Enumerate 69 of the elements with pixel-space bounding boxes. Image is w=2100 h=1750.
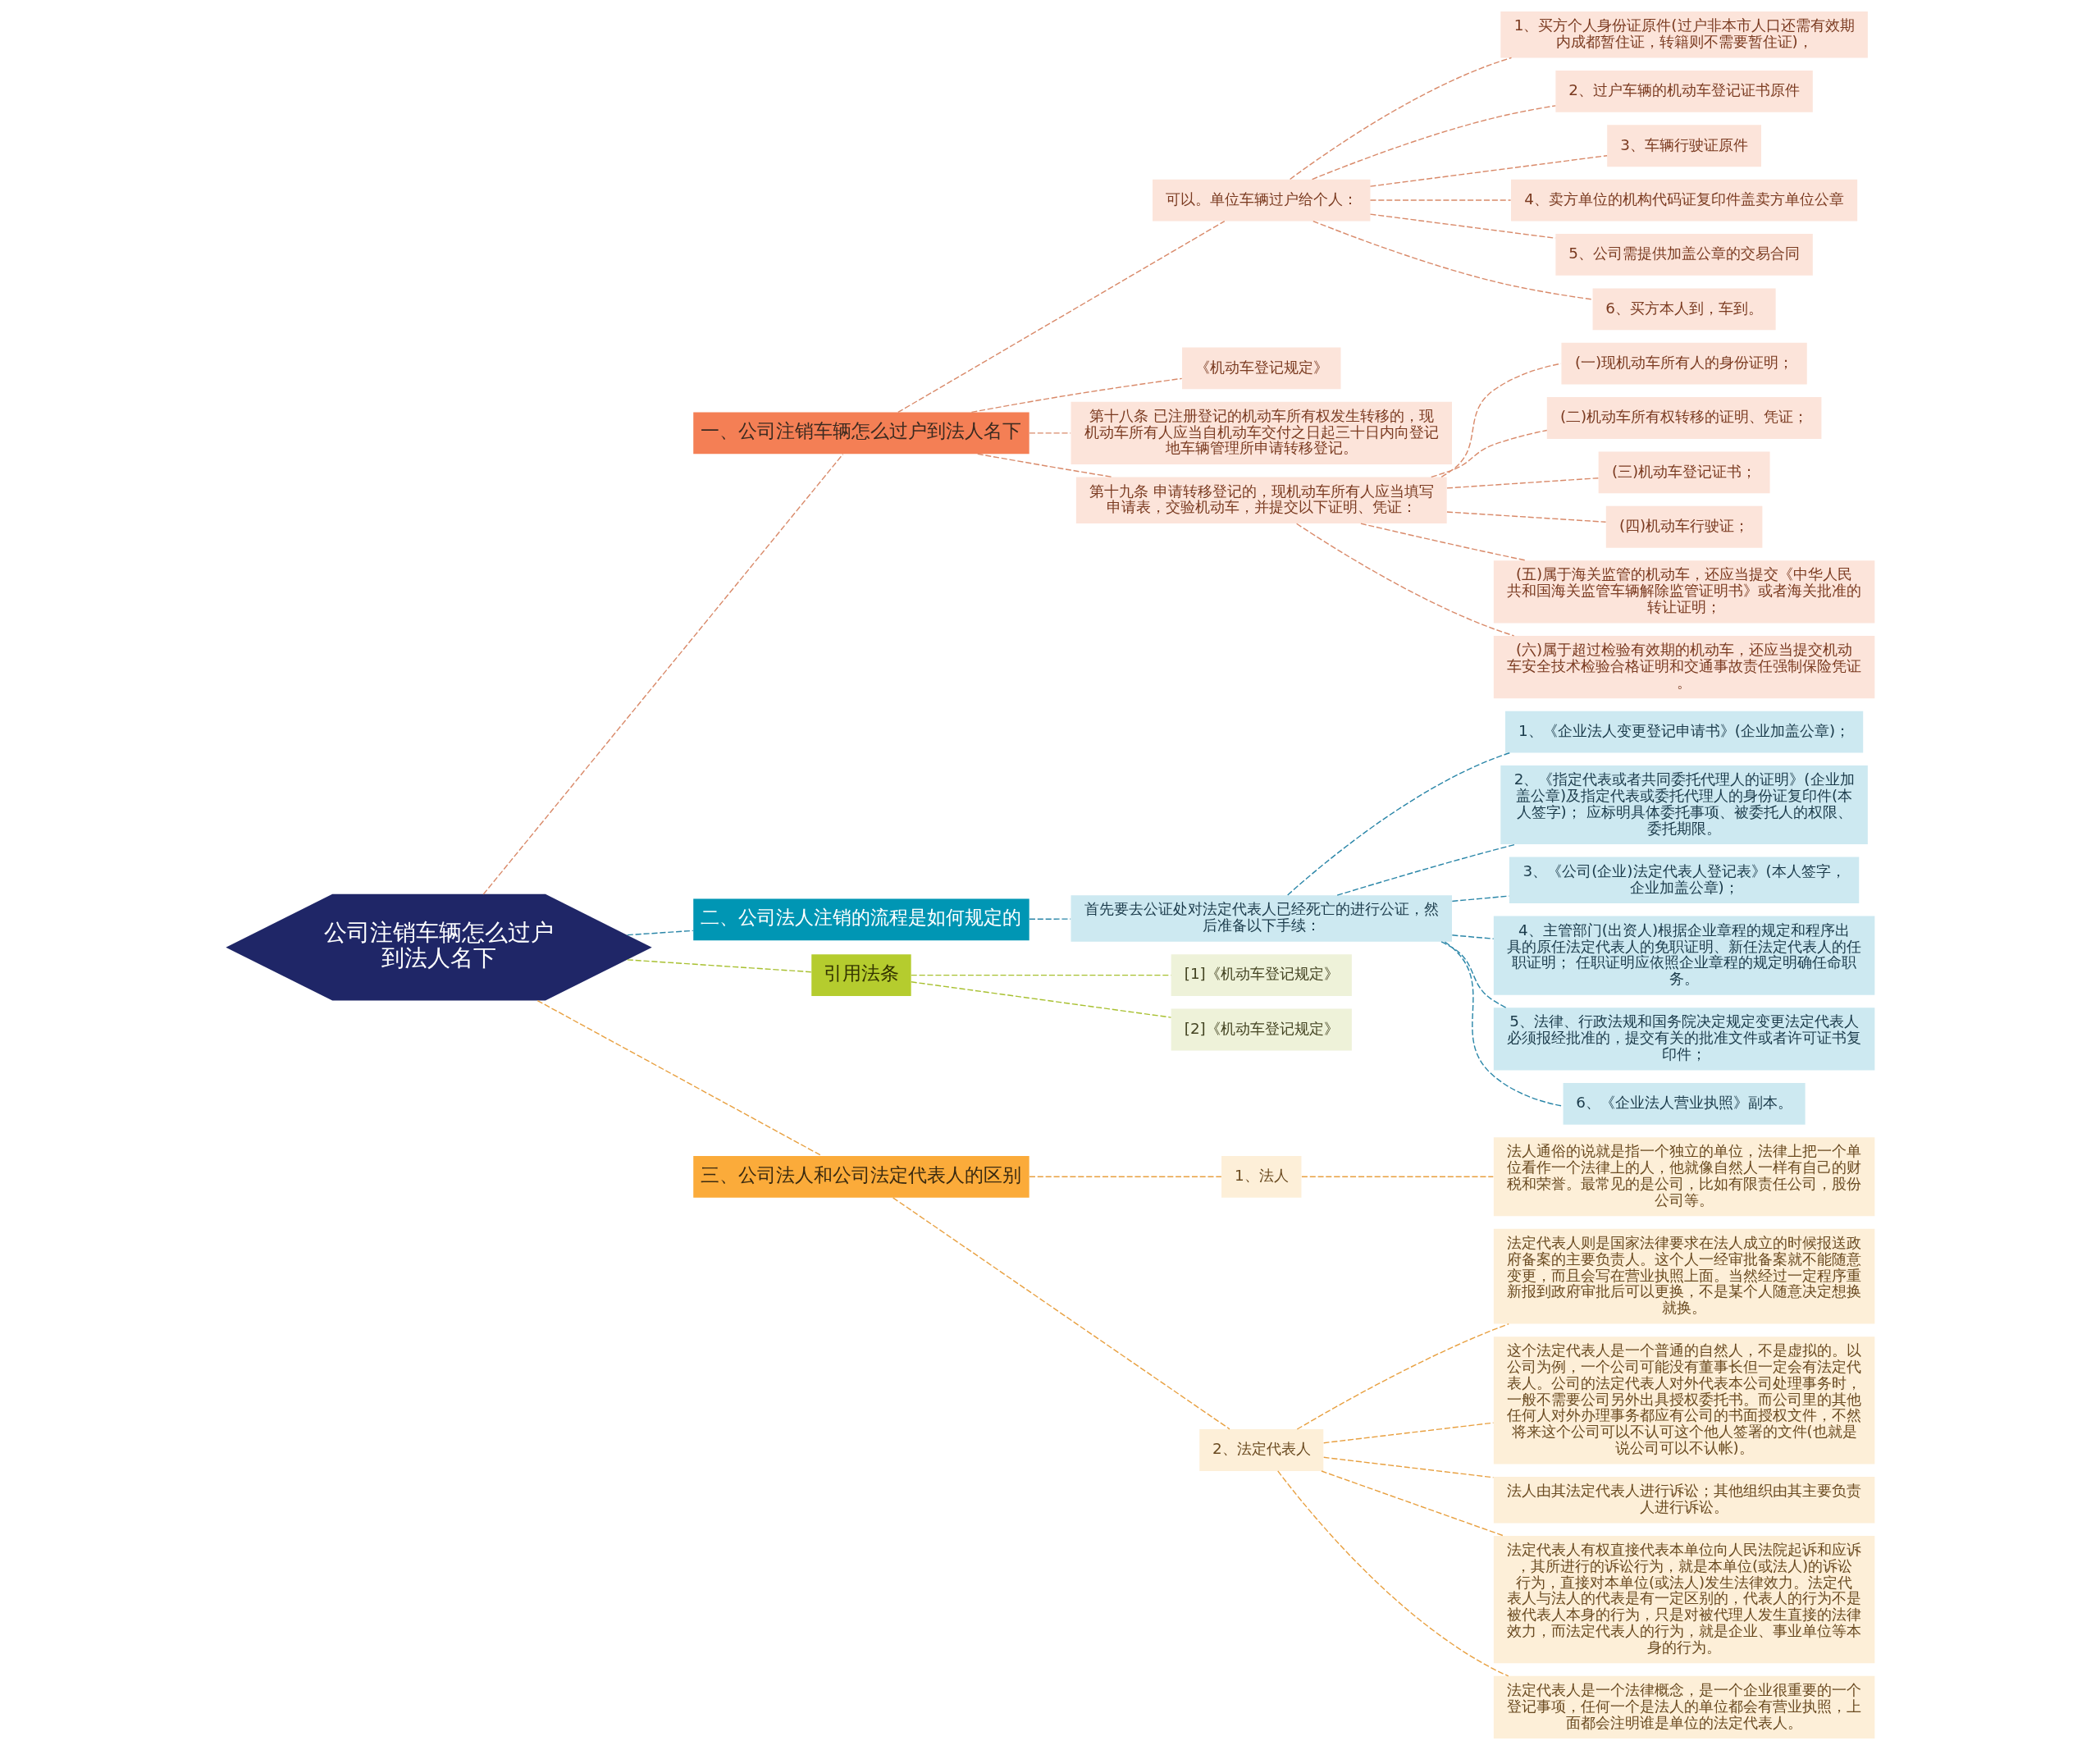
connector bbox=[1028, 918, 1071, 920]
node-box: 法定代表人则是国家法律要求在法人成立的时候报送政府备案的主要负责人。这个人一经审批备案就不能随意变更，而且会写在营业执照上面。当然经过一定程序重新报到政府审批后可以更换，不是某个人随意决定想换就换。 bbox=[1493, 1228, 1874, 1324]
node-box: 2、过户车辆的机动车登记证书原件 bbox=[1554, 70, 1813, 112]
connector bbox=[970, 377, 1182, 414]
node-box: 1、买方个人身份证原件(过户非本市人口还需有效期内成都暂住证，转籍则不需要暂住证)， bbox=[1500, 11, 1868, 58]
connector bbox=[1276, 1470, 1509, 1677]
node-box: 首先要去公证处对法定代表人已经死亡的进行公证，然后准备以下手续： bbox=[1071, 895, 1452, 942]
node-box: 3、车辆行驶证原件 bbox=[1606, 125, 1761, 167]
node-box: 5、公司需提供加盖公章的交易合同 bbox=[1554, 234, 1813, 276]
node-box: 法定代表人有权直接代表本单位向人民法院起诉和应诉，其所进行的诉讼行为，就是本单位(或法人)的诉讼行为，直接对本单位(或法人)发生法律效力。法定代表人与法人的代表是有一定区别的，代表人的行为不是被代表人本身的行为，只是对被代理人发生直接的法律效力，而法定代表人的行为，就是企业、事业单位等本身的行为。 bbox=[1493, 1536, 1874, 1664]
node-box: (五)属于海关监管的机动车，还应当提交《中华人民共和国海关监管车辆解除监管证明书》或者海关批准的转让证明； bbox=[1493, 560, 1874, 624]
node-box: [1]《机动车登记规定》 bbox=[1171, 954, 1352, 997]
node-box: 2、法定代表人 bbox=[1198, 1429, 1323, 1471]
node-box: 6、《企业法人营业执照》副本。 bbox=[1563, 1082, 1806, 1125]
connector bbox=[1295, 523, 1514, 637]
node-box: 这个法定代表人是一个普通的自然人，不是虚拟的。以公司为例，一个公司可能没有董事长但一定会有法定代表人。公司的法定代表人对外代表本公司处理事务时，一般不需要公司另外出具授权委托书。而公司里的其他任何人对外办理事务都应有公司的书面授权文件，不然将来这个公司可以不认可这个他人签署的文件(也就是说公司可以不认帐)。 bbox=[1493, 1336, 1874, 1464]
node-box: (一)现机动车所有人的身份证明； bbox=[1560, 342, 1807, 385]
connector bbox=[1444, 941, 1564, 1107]
node-box: 二、公司法人注销的流程是如何规定的 bbox=[692, 898, 1029, 941]
node-box: 第十九条 申请转移登记的，现机动车所有人应当填写申请表，交验机动车，并提交以下证明、凭证： bbox=[1075, 477, 1447, 523]
connector bbox=[910, 981, 1171, 1018]
node-box: 1、法人 bbox=[1221, 1155, 1301, 1198]
node-box: 引用法条 bbox=[810, 954, 911, 997]
node-box: (二)机动车所有权转移的证明、凭证； bbox=[1546, 397, 1821, 439]
node-box: 法定代表人是一个法律概念，是一个企业很重要的一个登记事项，任何一个是法人的单位都会有营业执照，上面都会注明谁是单位的法定代表人。 bbox=[1493, 1675, 1874, 1739]
node-box: 6、买方本人到，车到。 bbox=[1592, 288, 1776, 331]
node-box: 4、主管部门(出资人)根据企业章程的规定和程序出具的原任法定代表人的免职证明、新任法定代表人的任职证明； 任职证明应依照企业章程的规定明确任命职务。 bbox=[1493, 916, 1874, 995]
node-box: (四)机动车行驶证； bbox=[1605, 505, 1762, 548]
connector bbox=[1286, 752, 1510, 896]
node-box: 三、公司法人和公司法定代表人的区别 bbox=[692, 1155, 1029, 1198]
node-box: (三)机动车登记证书； bbox=[1598, 451, 1770, 494]
connector bbox=[1369, 199, 1511, 201]
connector bbox=[1359, 523, 1527, 561]
connector bbox=[1311, 105, 1556, 180]
node-box: 第十八条 已注册登记的机动车所有权发生转移的，现机动车所有人应当自机动车交付之日起三十日内向登记地车辆管理所申请转移登记。 bbox=[1071, 401, 1452, 464]
node-box: 《机动车登记规定》 bbox=[1181, 347, 1340, 390]
connector bbox=[482, 453, 843, 895]
node-box: [2]《机动车登记规定》 bbox=[1171, 1008, 1352, 1051]
connector bbox=[1445, 511, 1606, 523]
connector bbox=[1320, 1470, 1504, 1537]
connector bbox=[626, 930, 694, 936]
node-box: (六)属于超过检验有效期的机动车，还应当提交机动车安全技术检验合格证明和交通事故责任强制保险凭证。 bbox=[1493, 635, 1874, 699]
node-box: 可以。单位车辆过户给个人： bbox=[1152, 179, 1370, 222]
connector bbox=[1451, 934, 1494, 939]
connector bbox=[897, 220, 1225, 414]
node-box: 3、《公司(企业)法定代表人登记表》(本人签字，企业加盖公章)； bbox=[1509, 857, 1859, 904]
connector bbox=[1289, 57, 1512, 180]
connector bbox=[1028, 432, 1071, 434]
connector bbox=[536, 999, 822, 1157]
node-box: 5、法律、行政法规和国务院决定规定变更法定代表人必须报经批准的，提交有关的批准文件或者许可证书复印件； bbox=[1493, 1008, 1874, 1071]
node-box: 一、公司注销车辆怎么过户到法人名下 bbox=[692, 412, 1029, 455]
node-box: 2、《指定代表或者共同委托代理人的证明》(企业加盖公章)及指定代表或委托代理人的身份证复印件(本人签字)； 应标明具体委托事项、被委托人的权限、委托期限。 bbox=[1500, 765, 1868, 845]
node-box: 1、《企业法人变更登记申请书》(企业加盖公章)； bbox=[1504, 711, 1863, 753]
connector bbox=[626, 959, 812, 973]
connector bbox=[1335, 843, 1516, 896]
connector bbox=[892, 1197, 1230, 1430]
connector bbox=[1296, 1323, 1509, 1430]
connector bbox=[1430, 429, 1547, 478]
connector bbox=[1369, 155, 1608, 187]
connector bbox=[976, 453, 1113, 478]
node-box: 法人由其法定代表人进行诉讼；其他组织由其主要负责人进行诉讼。 bbox=[1493, 1476, 1874, 1524]
connector bbox=[1312, 220, 1593, 300]
connector bbox=[1440, 941, 1507, 1008]
connector bbox=[1451, 895, 1509, 902]
connector bbox=[1300, 1176, 1494, 1177]
connector bbox=[1028, 1176, 1222, 1177]
connector bbox=[1445, 477, 1599, 489]
node-box: 法人通俗的说就是指一个独立的单位，法律上把一个单位看作一个法律上的人，他就像自然人一样有自己的财税和荣誉。最常见的是公司，比如有限责任公司，股份公司等。 bbox=[1493, 1137, 1874, 1217]
node-box: 4、卖方单位的机构代码证复印件盖卖方单位公章 bbox=[1510, 179, 1857, 222]
